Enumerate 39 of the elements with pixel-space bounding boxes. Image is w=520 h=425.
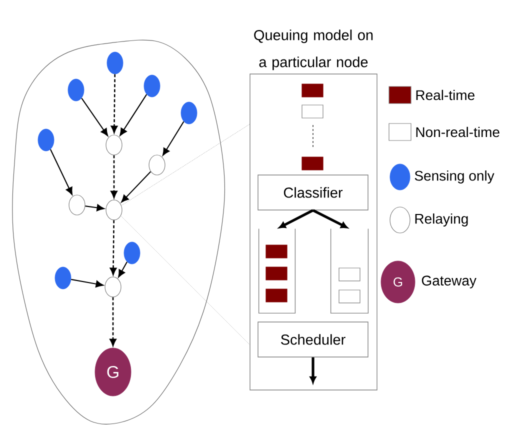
arrow xyxy=(50,149,72,195)
sensor-node xyxy=(68,78,84,102)
gateway-node: G xyxy=(94,348,132,396)
sensor-node xyxy=(124,242,140,264)
legend-label: Relaying xyxy=(415,213,468,226)
arrow xyxy=(121,171,152,202)
arrow xyxy=(81,98,108,136)
arrow xyxy=(310,357,316,384)
arrow xyxy=(85,204,104,212)
arrow xyxy=(110,74,118,134)
process-box: Classifier xyxy=(258,174,368,210)
relay-node xyxy=(106,200,122,220)
arrow xyxy=(110,220,117,276)
queue-buffer xyxy=(258,228,296,314)
arrow xyxy=(278,209,314,228)
legend-symbol-letter: G xyxy=(394,277,402,287)
arrow xyxy=(162,121,184,156)
legend-label: Real-time xyxy=(416,90,474,100)
sensor-node xyxy=(106,52,124,74)
sensor-node xyxy=(144,74,160,98)
queue-buffer xyxy=(330,228,369,314)
arrow xyxy=(118,262,128,278)
sensor-node xyxy=(38,128,54,152)
relay-node xyxy=(104,276,122,298)
relay-node xyxy=(148,154,166,176)
legend-label: Sensing only xyxy=(414,170,494,184)
arrow xyxy=(110,155,118,198)
arrow xyxy=(110,297,116,346)
relay-node xyxy=(68,194,86,216)
arrow xyxy=(312,209,348,228)
arrow xyxy=(71,278,104,288)
process-box: Scheduler xyxy=(258,322,368,358)
node-label: Queuing model on a particular node xyxy=(254,30,373,70)
legend-label: Non-real-time xyxy=(416,126,500,138)
sensor-node xyxy=(54,266,72,290)
sensor-node xyxy=(180,102,198,124)
legend-label: Gateway xyxy=(422,276,476,288)
arrow xyxy=(120,94,148,136)
relay-node xyxy=(106,134,122,156)
